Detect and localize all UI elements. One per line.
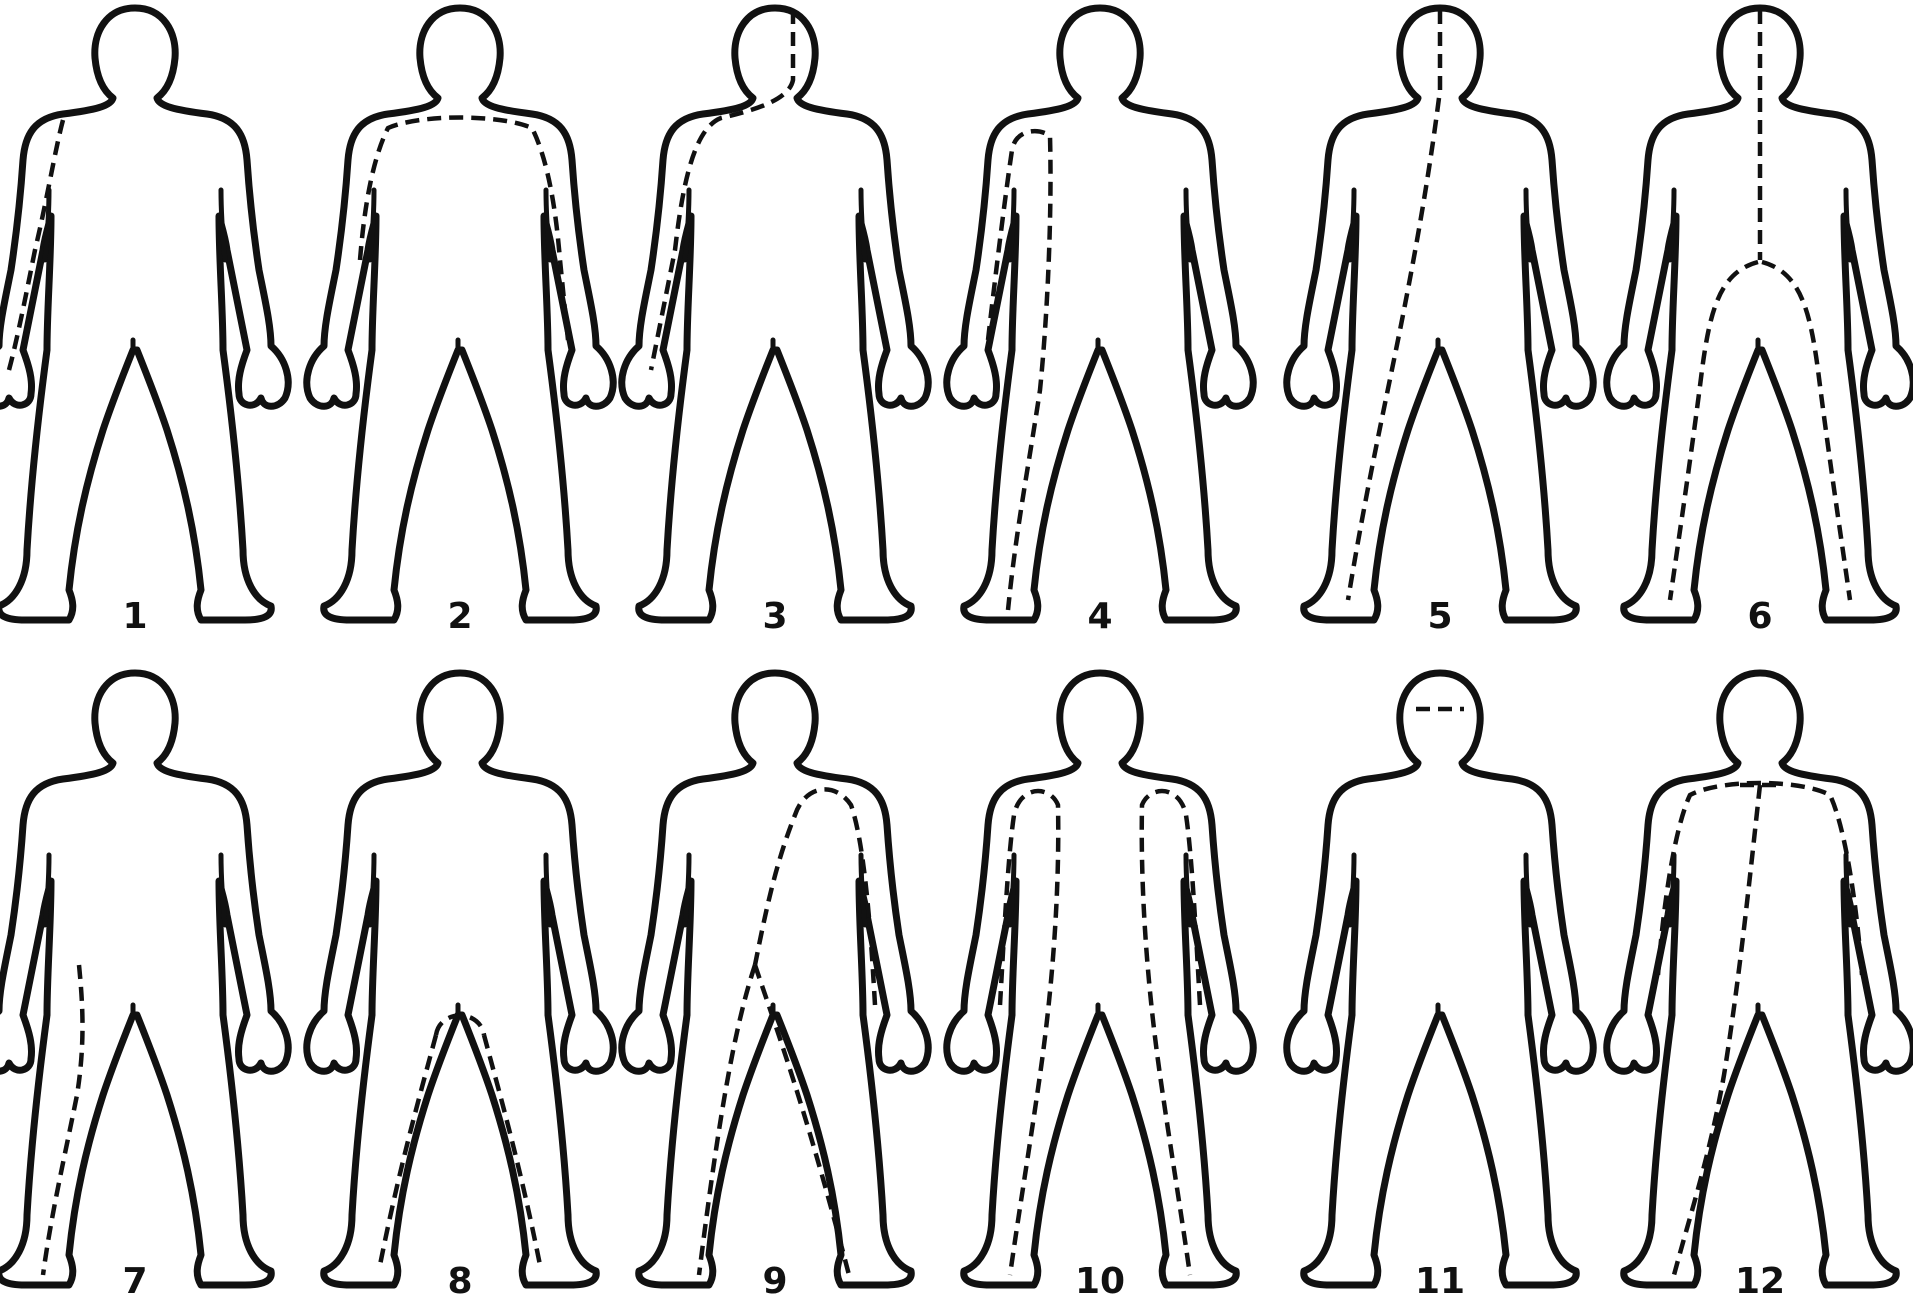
figure-panel-12 (1607, 673, 1913, 1285)
figure-panel-6 (1607, 8, 1913, 620)
figure-number-label: 9 (762, 1261, 787, 1302)
figure-number-label: 6 (1747, 596, 1772, 637)
figure-panel-1 (0, 8, 288, 620)
figure-panel-9 (622, 673, 928, 1285)
figure-number-label: 8 (447, 1261, 472, 1302)
body-silhouette (307, 673, 613, 1285)
figure-number-label: 2 (447, 596, 472, 637)
body-silhouette (622, 673, 928, 1285)
figure-panel-4 (947, 8, 1253, 620)
figure-number-label: 1 (122, 596, 147, 637)
figure-number-label: 10 (1075, 1261, 1125, 1302)
body-silhouette (947, 673, 1253, 1285)
figure-panel-5 (1287, 8, 1593, 620)
figure-number-label: 3 (762, 596, 787, 637)
figure-number-label: 12 (1735, 1261, 1785, 1302)
figure-panel-11 (1287, 673, 1593, 1285)
figure-panel-3 (622, 8, 928, 620)
body-silhouette (0, 8, 288, 620)
figure-panel-2 (307, 8, 613, 620)
body-silhouette (0, 673, 288, 1285)
figure-number-label: 4 (1087, 596, 1112, 637)
figure-number-label: 11 (1415, 1261, 1465, 1302)
figure-panel-10 (947, 673, 1253, 1285)
figure-panel-8 (307, 673, 613, 1285)
body-silhouette (1607, 673, 1913, 1285)
figure-number-label: 5 (1427, 596, 1452, 637)
figure-panel-7 (0, 673, 288, 1285)
figure-number-label: 7 (122, 1261, 147, 1302)
body-silhouette (1287, 673, 1593, 1285)
